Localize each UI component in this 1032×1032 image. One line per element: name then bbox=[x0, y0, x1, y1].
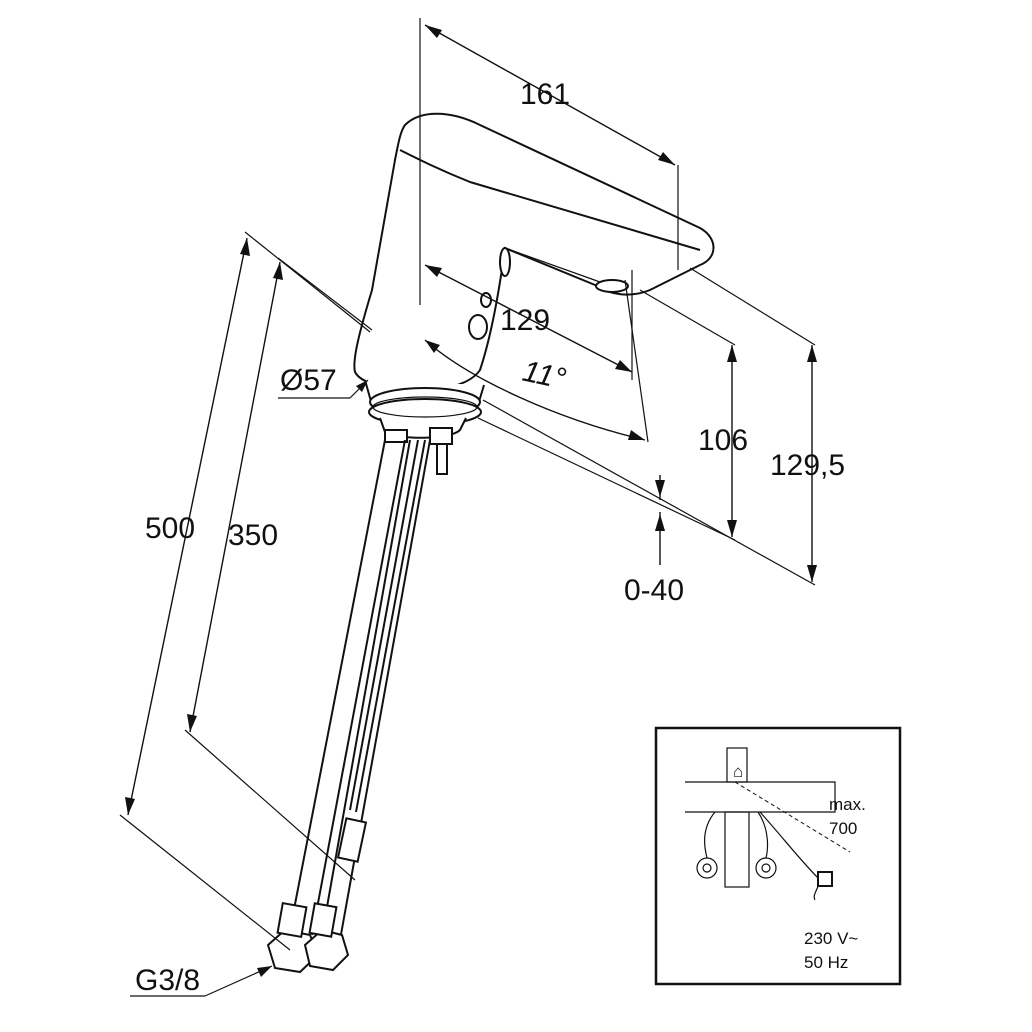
dimension-lines bbox=[119, 18, 817, 997]
dim-129-5: 129,5 bbox=[770, 449, 845, 482]
dim-angle: 11° bbox=[520, 355, 569, 396]
dim-g3-8: G3/8 bbox=[135, 964, 200, 997]
inset-max-value: 700 bbox=[829, 819, 857, 838]
dim-diameter: Ø57 bbox=[280, 364, 337, 397]
inset-voltage: 230 V~ bbox=[804, 929, 858, 948]
dim-350: 350 bbox=[228, 519, 278, 552]
svg-text:⌂: ⌂ bbox=[733, 762, 743, 781]
dim-106: 106 bbox=[698, 424, 748, 457]
installation-inset: ⌂ max. 700 230 V~ 50 Hz bbox=[654, 726, 902, 986]
faucet-body bbox=[353, 112, 715, 392]
inset-max-label: max. bbox=[829, 795, 866, 814]
dim-161: 161 bbox=[520, 78, 570, 111]
dimension-labels: 161 129 11° Ø57 106 129,5 0-40 500 350 G… bbox=[135, 78, 845, 997]
dim-129: 129 bbox=[500, 304, 550, 337]
inset-frequency: 50 Hz bbox=[804, 953, 848, 972]
dim-500: 500 bbox=[145, 512, 195, 545]
dim-0-40: 0-40 bbox=[624, 574, 684, 607]
faucet-base bbox=[364, 379, 485, 475]
supply-hoses bbox=[266, 439, 431, 974]
